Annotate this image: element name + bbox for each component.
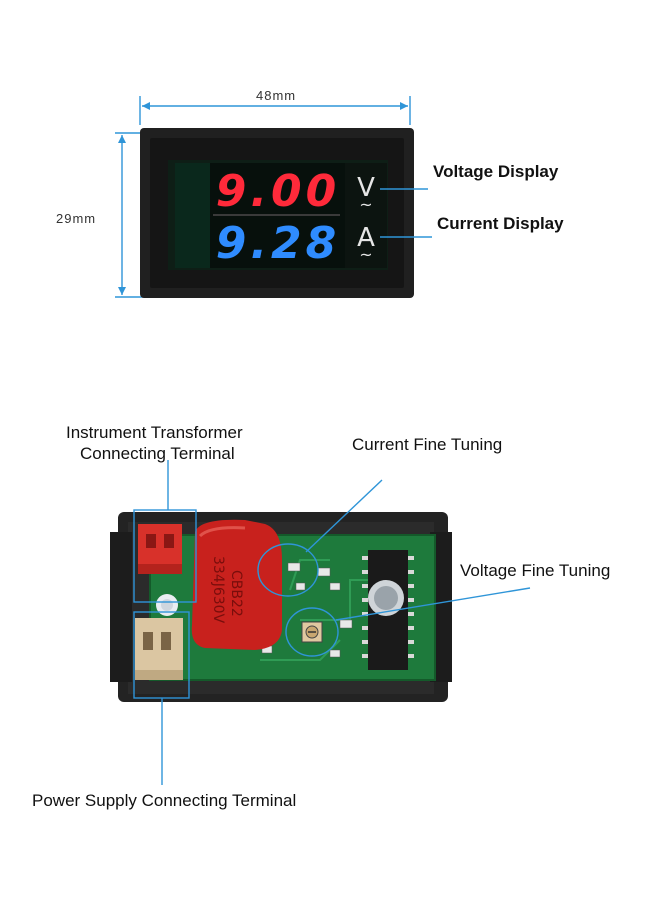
current-unit: A — [357, 223, 375, 253]
power-terminal-label: Power Supply Connecting Terminal — [32, 791, 297, 810]
voltage-tuning-label: Voltage Fine Tuning — [460, 561, 611, 580]
transformer-label-line2: Connecting Terminal — [80, 444, 235, 463]
current-tuning-leader — [305, 479, 383, 553]
width-dimension — [139, 96, 411, 125]
width-label: 48mm — [256, 88, 297, 103]
transformer-connector — [138, 524, 182, 570]
film-capacitor — [191, 519, 282, 650]
voltage-display-label: Voltage Display — [433, 162, 559, 181]
power-connector — [135, 618, 183, 676]
meter-front-figure: 9.00 9.28 V ~ A ~ — [115, 96, 432, 298]
transformer-label-line1: Instrument Transformer — [66, 423, 243, 442]
current-ac-icon: ~ — [359, 245, 372, 264]
voltage-reading: 9.00 — [216, 166, 341, 217]
voltage-tuning-leader — [335, 587, 531, 621]
pcb-figure: CBB22 334J630V — [110, 460, 531, 785]
voltage-unit: V — [357, 173, 375, 203]
capacitor-text-2: 334J630V — [210, 556, 226, 624]
current-display-label: Current Display — [437, 214, 564, 233]
capacitor-text-1: CBB22 — [228, 570, 244, 617]
current-reading: 9.28 — [216, 218, 341, 269]
current-tuning-circle — [257, 543, 319, 597]
current-tuning-label: Current Fine Tuning — [352, 435, 503, 454]
voltage-tuning-circle — [285, 607, 339, 657]
height-label: 29mm — [56, 211, 97, 226]
transformer-callout-box — [133, 509, 197, 603]
voltage-ac-icon: ~ — [359, 195, 372, 214]
height-dimension — [115, 132, 148, 298]
